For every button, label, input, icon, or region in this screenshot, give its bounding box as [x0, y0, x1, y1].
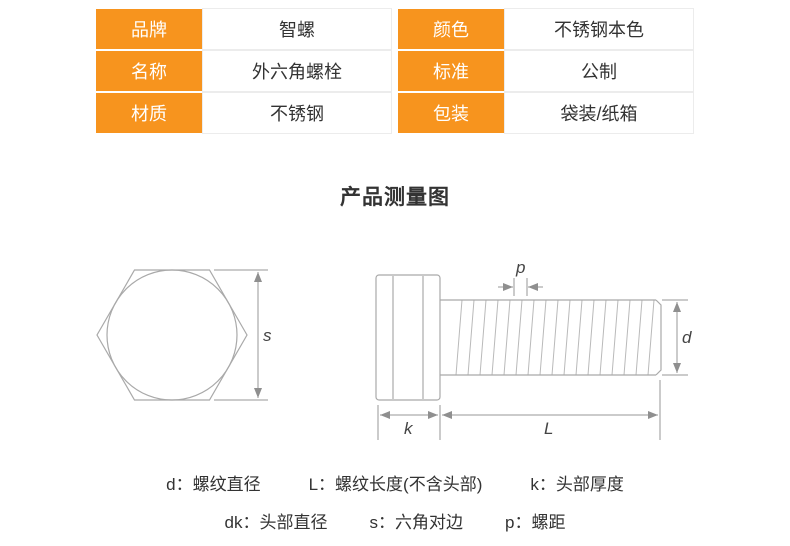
- legend-item-d: d：螺纹直径: [166, 475, 261, 494]
- page-title: 产品测量图: [340, 186, 450, 209]
- p-dimension-label: p: [515, 258, 525, 277]
- table-row: 名称 外六角螺栓: [95, 50, 392, 92]
- table-row: 品牌 智螺: [95, 8, 392, 50]
- d-dimension-label: d: [682, 328, 692, 347]
- table-row: 颜色 不锈钢本色: [397, 8, 694, 50]
- legend-item-dk: dk：头部直径: [224, 513, 328, 532]
- l-dimension-label: L: [544, 419, 553, 438]
- legend-item-p: p：螺距: [505, 513, 566, 532]
- s-dimension: [214, 269, 268, 401]
- k-dimension: [377, 405, 441, 440]
- measurement-diagram: s p d: [96, 258, 692, 440]
- spec-value-brand: 智螺: [202, 8, 392, 50]
- spec-value-standard: 公制: [504, 50, 694, 92]
- spec-label-color: 颜色: [397, 8, 504, 50]
- spec-label-brand: 品牌: [95, 8, 202, 50]
- s-dimension-label: s: [263, 326, 272, 345]
- thread-hatching: [452, 300, 656, 375]
- hex-head-front-view: [96, 269, 248, 401]
- spec-table-left: 品牌 智螺 名称 外六角螺栓 材质 不锈钢: [95, 8, 392, 134]
- k-dimension-label: k: [404, 419, 414, 438]
- l-dimension: [442, 380, 661, 440]
- spec-label-standard: 标准: [397, 50, 504, 92]
- spec-label-material: 材质: [95, 92, 202, 134]
- legend-line-2: dk：头部直径 s：六角对边 p：螺距: [0, 508, 790, 533]
- bolt-head: [375, 274, 441, 401]
- legend-item-L: L：螺纹长度(不含头部): [308, 475, 483, 494]
- spec-table: 品牌 智螺 名称 外六角螺栓 材质 不锈钢 颜色 不锈钢本色 标准 公制 包装: [95, 8, 695, 134]
- legend-item-k: k：头部厚度: [530, 475, 624, 494]
- legend-line-1: d：螺纹直径 L：螺纹长度(不含头部) k：头部厚度: [0, 470, 790, 495]
- spec-value-package: 袋装/纸箱: [504, 92, 694, 134]
- table-row: 包装 袋装/纸箱: [397, 92, 694, 134]
- inscribed-circle: [106, 269, 238, 401]
- d-dimension: [662, 299, 688, 376]
- shaft-end-chamfer: [655, 299, 662, 376]
- spec-value-name: 外六角螺栓: [202, 50, 392, 92]
- hexagon-outline: [96, 269, 248, 401]
- spec-value-color: 不锈钢本色: [504, 8, 694, 50]
- bolt-side-view: [375, 274, 662, 401]
- p-dimension: [498, 278, 543, 296]
- table-row: 材质 不锈钢: [95, 92, 392, 134]
- legend-item-s: s：六角对边: [369, 513, 464, 532]
- spec-label-name: 名称: [95, 50, 202, 92]
- spec-value-material: 不锈钢: [202, 92, 392, 134]
- table-row: 标准 公制: [397, 50, 694, 92]
- spec-table-right: 颜色 不锈钢本色 标准 公制 包装 袋装/纸箱: [397, 8, 694, 134]
- spec-label-package: 包装: [397, 92, 504, 134]
